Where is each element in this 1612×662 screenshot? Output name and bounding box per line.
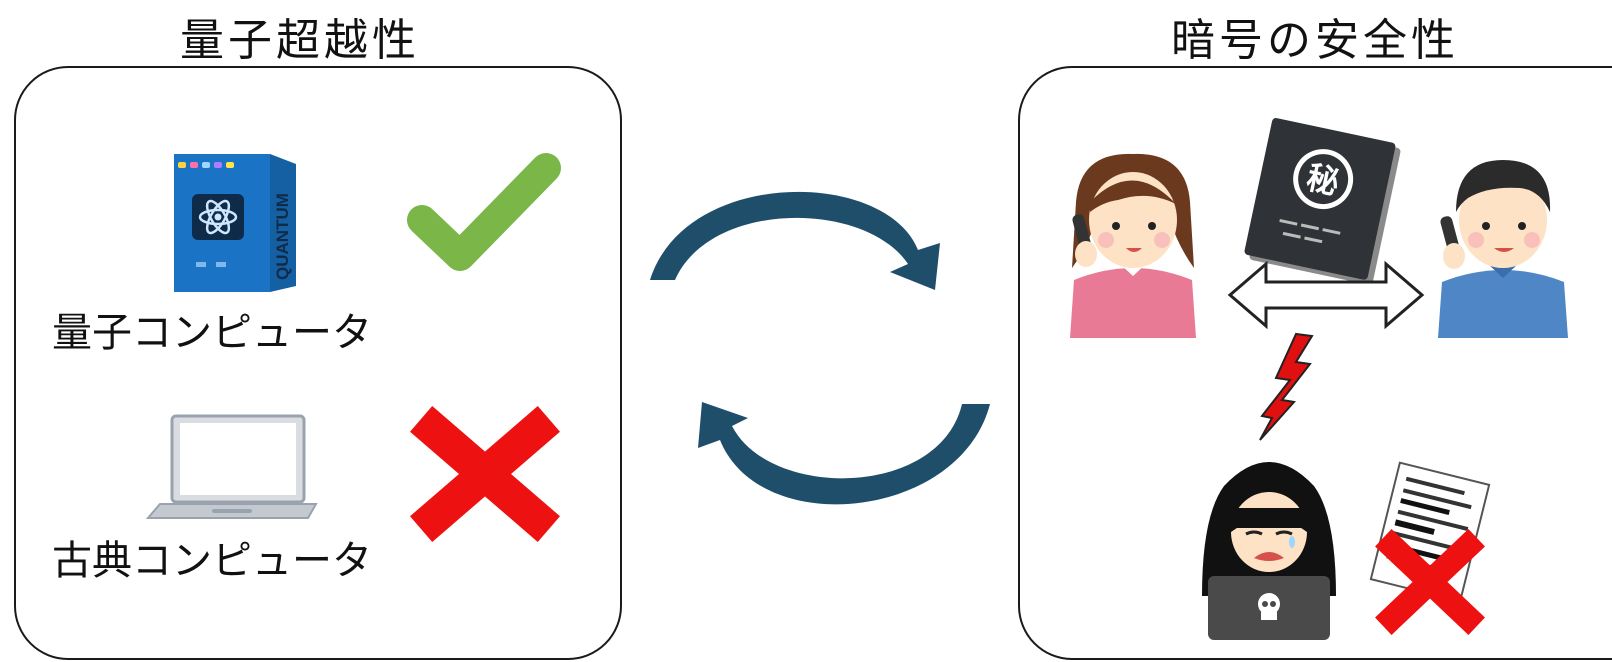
cycle-arrows xyxy=(640,180,1000,525)
laptop-icon xyxy=(140,412,320,524)
bottom-cycle-arrow xyxy=(698,402,990,504)
quantum-device-text: QUANTUM xyxy=(273,193,292,280)
cross-icon xyxy=(1380,536,1480,628)
lightning-icon xyxy=(1258,332,1318,442)
quantum-computer-icon: QUANTUM xyxy=(168,150,303,295)
quantum-supremacy-title: 量子超越性 xyxy=(150,4,450,68)
double-arrow-icon xyxy=(1226,260,1426,330)
quantum-computer-label: 量子コンピュータ xyxy=(52,300,372,358)
cryptography-security-title: 暗号の安全性 xyxy=(1150,4,1480,68)
hacker-icon xyxy=(1194,446,1344,642)
cross-icon xyxy=(420,418,550,528)
man-receiver-icon xyxy=(1428,150,1578,340)
top-cycle-arrow xyxy=(650,192,940,290)
check-icon xyxy=(408,150,563,285)
classical-computer-label: 古典コンピュータ xyxy=(52,528,372,586)
woman-caller-icon xyxy=(1058,150,1208,340)
